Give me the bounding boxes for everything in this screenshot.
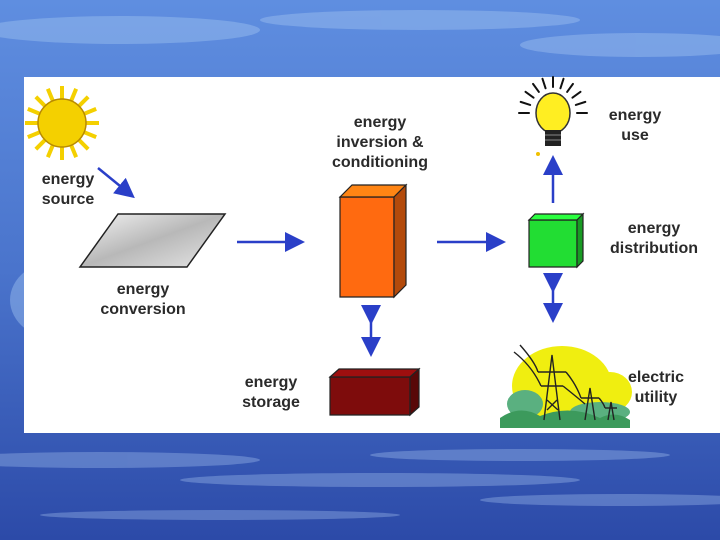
- label-energy-use: energy use: [598, 106, 672, 146]
- bulb-ray: [541, 77, 547, 90]
- label-energy-source: energy source: [32, 170, 104, 210]
- sun-ray: [34, 138, 47, 151]
- label-line: energy: [116, 281, 170, 298]
- label-line: conditioning: [332, 154, 428, 171]
- label-line: use: [621, 127, 649, 144]
- sun-ray: [27, 106, 41, 116]
- sun-ray: [34, 95, 47, 108]
- sun-ray: [83, 106, 97, 116]
- label-line: energy: [244, 374, 298, 391]
- label-line: energy: [627, 220, 681, 237]
- label-energy-inversion: energy inversion & conditioning: [318, 113, 442, 173]
- arrow-source-to-conversion: [97, 167, 135, 199]
- bulb-ray: [574, 100, 587, 106]
- light-bulb-icon: [518, 76, 588, 156]
- sun-ray: [69, 144, 79, 158]
- flow-arrows: [97, 155, 563, 357]
- label-line: energy: [353, 114, 407, 131]
- label-line: utility: [634, 389, 678, 406]
- sun-ray: [45, 88, 55, 102]
- label-line: conversion: [100, 301, 186, 318]
- sun-ray: [69, 88, 79, 102]
- bulb-ray: [519, 100, 532, 106]
- bulb-ray: [532, 82, 540, 93]
- label-line: distribution: [610, 240, 698, 257]
- sun-ray: [77, 95, 90, 108]
- sun-ray: [45, 144, 55, 158]
- bulb-ray: [559, 77, 565, 90]
- inverter-box-icon: [338, 183, 408, 299]
- battery-box-icon: [328, 367, 421, 417]
- bulb-ray: [571, 90, 582, 99]
- label-energy-storage: energy storage: [234, 373, 308, 413]
- sun-icon: [25, 86, 99, 160]
- label-line: source: [41, 191, 95, 208]
- label-energy-conversion: energy conversion: [88, 280, 198, 320]
- sun-ray: [77, 138, 90, 151]
- bulb-ray: [566, 82, 574, 93]
- solar-panel-icon: [78, 213, 227, 268]
- label-line: energy: [608, 107, 662, 124]
- sun-ray: [83, 130, 97, 140]
- label-electric-utility: electric utility: [618, 368, 694, 408]
- sun-ray: [27, 130, 41, 140]
- label-line: energy: [41, 171, 95, 188]
- label-line: inversion &: [336, 134, 424, 151]
- label-energy-distribution: energy distribution: [598, 219, 710, 259]
- label-line: storage: [242, 394, 300, 411]
- power-pylon-icon: [500, 344, 632, 428]
- distribution-box-icon: [527, 212, 585, 269]
- bulb-ray: [524, 90, 535, 99]
- label-line: electric: [627, 369, 685, 386]
